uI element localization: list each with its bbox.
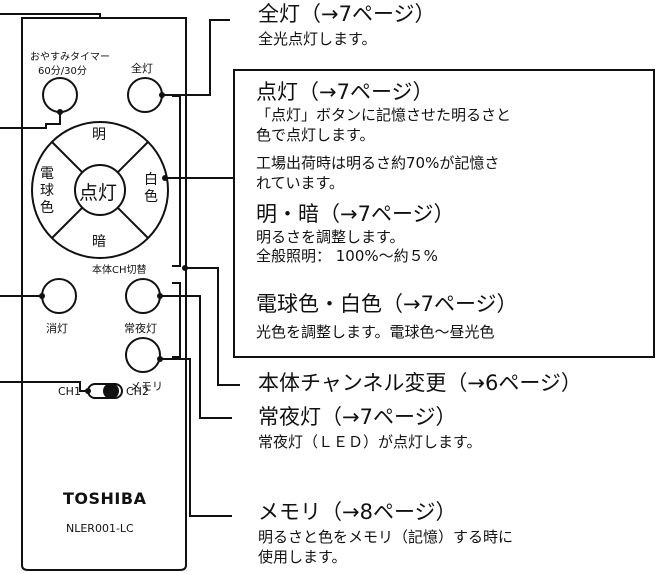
night-label: 常夜灯 [124,322,157,335]
off-button [41,278,77,314]
memory-callout-desc-2: 使用します。 [258,548,347,566]
zenko-button [127,77,163,113]
color-title: 電球色・白色（→7ページ） [256,292,518,316]
bright-desc-1: 明るさを調整します。 [256,228,405,246]
model-number: NLER001-LC [66,522,134,535]
ch1-label: CH1 [58,385,81,398]
night-callout-title: 常夜灯（→7ページ） [258,405,457,429]
leader-zenko [162,19,230,96]
ring-top-label: 明 [92,127,106,143]
memory-button [125,337,161,373]
night-button [125,278,161,314]
sleep-timer-label: おやすみタイマー [30,52,110,63]
bright-desc-2: 全般照明： 100%～約５% [256,247,438,265]
memory-callout-desc-1: 明るさと色をメモリ（記憶）する時に [258,528,514,546]
leader-top-left [0,13,101,18]
ch2-label: CH2 [126,385,149,398]
zenko-label: 全灯 [131,62,153,75]
lower-bracket [172,282,181,358]
tento-desc-1: 「点灯」ボタンに記憶させた明るさと [256,106,512,124]
ch-switch-label: 本体CH切替 [92,265,147,276]
leader-sleep [0,112,61,129]
leader-night [160,295,232,419]
tento-title: 点灯（→7ページ） [256,80,434,104]
info-box [233,69,655,358]
channel-callout-title: 本体チャンネル変更（→6ページ） [258,371,582,395]
dial-inner [74,164,126,216]
zenko-callout-desc: 全光点灯します。 [258,30,377,48]
center-button-label: 点灯 [79,182,118,204]
ch-switch-knob [103,383,119,399]
leader-memory [160,358,232,517]
ring-right-label: 白色 [144,172,158,205]
off-label: 消灯 [46,322,68,335]
memory-callout-title: メモリ（→8ページ） [258,500,457,524]
sleep-timer-button [42,77,78,113]
zenko-callout-title: 全灯（→7ページ） [258,2,436,26]
bright-title: 明・暗（→7ページ） [256,202,455,226]
brand-logo: TOSHIBA [63,489,147,508]
sleep-timer-times: 60分/30分 [38,66,87,77]
night-callout-desc: 常夜灯（ＬＥＤ）が点灯します。 [258,433,482,451]
tento-desc-2: 色で点灯します。 [256,126,375,144]
memory-label: メモリ [130,380,163,393]
ring-bottom-label: 暗 [92,234,106,250]
tento-desc-4: れています。 [256,174,345,192]
tento-desc-3: 工場出荷時は明るさ約70%が記憶さ [256,154,500,172]
ring-left-label: 電球色 [40,166,54,216]
leader-channel [185,267,240,386]
leader-ch [0,381,88,392]
color-desc: 光色を調整します。電球色～昼光色 [256,323,495,341]
